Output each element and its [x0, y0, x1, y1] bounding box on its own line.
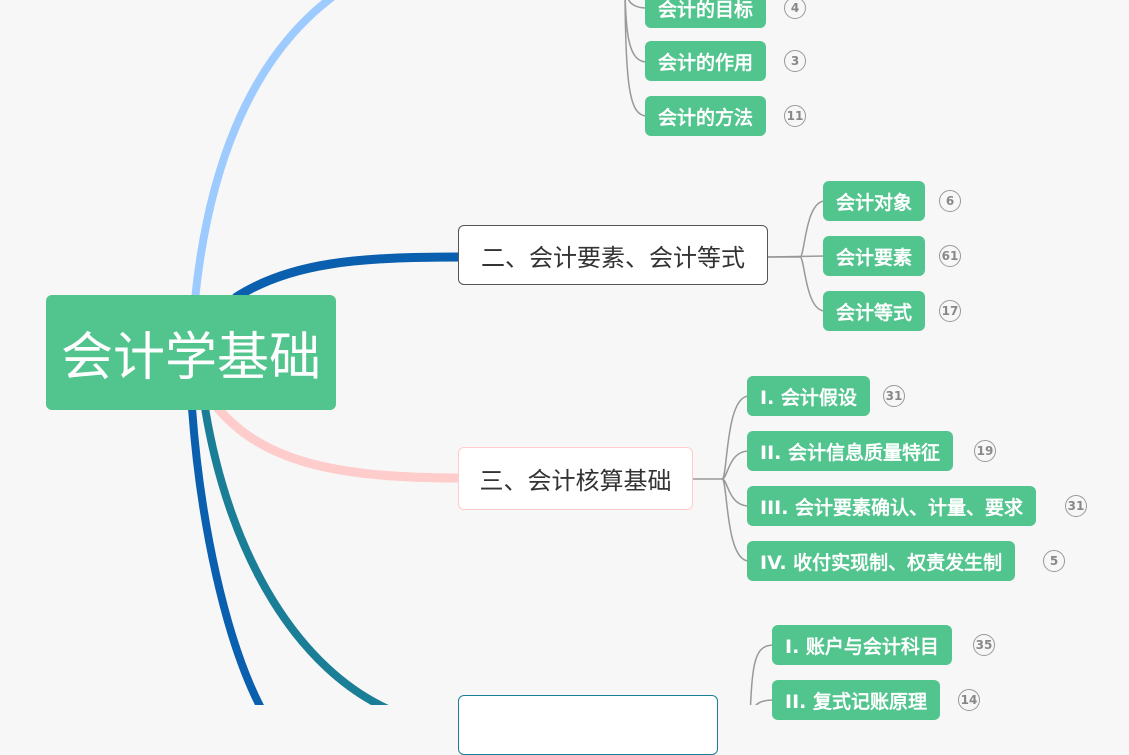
leaf-node[interactable]: I. 会计假设: [747, 376, 870, 416]
count-badge: 11: [784, 105, 806, 127]
leaf-node[interactable]: 会计的方法: [645, 96, 767, 136]
branch-line-topic-3: [211, 402, 461, 483]
root-node[interactable]: 会计学基础: [46, 295, 336, 410]
count-badge: 5: [1043, 550, 1065, 572]
count-badge: 17: [939, 300, 961, 322]
leaf-node[interactable]: III. 会计要素确认、计量、要求: [747, 486, 1037, 526]
count-badge: 14: [958, 689, 980, 711]
branch-line-topic-4: [201, 407, 389, 705]
leaf-node[interactable]: I. 账户与会计科目: [772, 625, 952, 665]
connector-lines: [188, 0, 826, 705]
count-badge: 4: [784, 0, 806, 19]
count-badge: 61: [939, 245, 961, 267]
leaf-node[interactable]: 会计对象: [823, 181, 926, 221]
branch-line-bottom: [188, 407, 264, 705]
topic-node-2[interactable]: 二、会计要素、会计等式: [458, 225, 768, 285]
count-badge: 31: [1065, 495, 1087, 517]
leaf-node[interactable]: 会计要素: [823, 236, 926, 276]
leaf-node[interactable]: IV. 收付实现制、权责发生制: [747, 541, 1016, 581]
branch-line-topic-2: [232, 252, 461, 302]
count-badge: 3: [784, 50, 806, 72]
count-badge: 35: [973, 634, 995, 656]
count-badge: 19: [974, 440, 996, 462]
leaf-node[interactable]: 会计的目标: [645, 0, 767, 28]
leaf-node[interactable]: II. 会计信息质量特征: [747, 431, 953, 471]
count-badge: 6: [939, 190, 961, 212]
leaf-connectors: [624, 0, 826, 705]
topic-node-3[interactable]: 三、会计核算基础: [458, 447, 693, 510]
leaf-node[interactable]: II. 复式记账原理: [772, 680, 940, 720]
branch-line-top: [191, 0, 336, 301]
count-badge: 31: [883, 385, 905, 407]
leaf-node[interactable]: 会计等式: [823, 291, 926, 331]
leaf-node[interactable]: 会计的作用: [645, 41, 767, 81]
topic-node-4[interactable]: [458, 695, 718, 755]
